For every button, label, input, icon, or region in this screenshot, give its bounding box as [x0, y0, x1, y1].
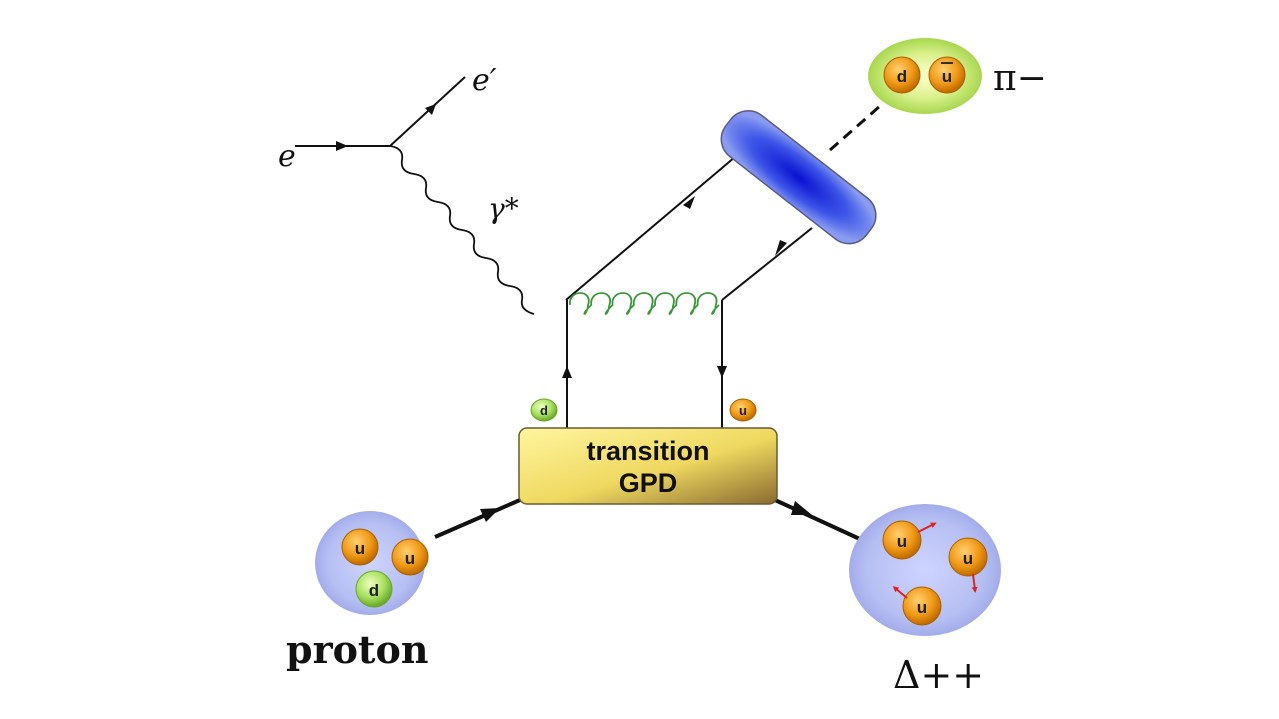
quark-line-to-meson: [565, 156, 736, 301]
gpd-label-line1: transition: [586, 436, 709, 466]
proton-blob: [315, 511, 425, 615]
pion-quark-d: d: [883, 56, 921, 94]
pion-quark-ubar-label: u: [942, 67, 952, 86]
electron-out-label: e′: [472, 63, 497, 98]
left-leg-quark-label: d: [540, 403, 548, 418]
spin-arrow-icon: [971, 573, 978, 593]
proton-quark-u1-label: u: [355, 539, 365, 558]
delta-quark-u1-label: u: [897, 532, 907, 551]
proton-quark-u1: u: [341, 528, 379, 566]
delta-quark-u2-label: u: [963, 549, 973, 568]
gluon-line: [569, 292, 720, 315]
right-leg-quark-label: u: [739, 403, 747, 418]
right-quark-leg: [717, 300, 727, 430]
proton-quark-d-label: d: [369, 581, 379, 600]
spin-arrow-icon: [892, 586, 908, 599]
delta-out-line: [774, 498, 863, 542]
pion-blob: [868, 38, 982, 114]
right-leg-quark-u: u: [729, 398, 757, 422]
electron-out-line: [389, 76, 466, 147]
proton-in-line: [434, 498, 521, 539]
antiquark-line-from-meson: [721, 227, 813, 301]
pion-dashed-line: [829, 104, 881, 152]
gluon-coil: [569, 292, 720, 315]
pion-quark-d-label: d: [897, 67, 907, 86]
transition-gpd-box: transition GPD: [518, 427, 778, 505]
proton-label: proton: [286, 627, 428, 672]
delta-label: Δ++: [893, 653, 984, 697]
proton-quark-u2-label: u: [405, 549, 415, 568]
proton-quark-d: d: [355, 570, 393, 608]
delta-quark-u1: u: [882, 520, 937, 560]
electron-in-label: e: [278, 139, 296, 174]
delta-quark-u3: u: [892, 586, 942, 626]
delta-quark-u2: u: [948, 537, 988, 593]
virtual-photon-line: [389, 145, 535, 315]
proton-quark-u2: u: [391, 538, 429, 576]
left-quark-leg: [562, 300, 572, 430]
left-leg-quark-d: d: [530, 398, 558, 422]
spin-arrow-icon: [917, 522, 937, 533]
virtual-photon-label: γ*: [488, 192, 519, 225]
meson-blob: [720, 110, 877, 245]
pion-label: π−: [993, 58, 1047, 99]
delta-quark-u3-label: u: [917, 598, 927, 617]
gpd-label-line2: GPD: [619, 468, 678, 498]
pion-quark-ubar: u: [928, 56, 966, 94]
electron-in-line: [295, 141, 390, 151]
